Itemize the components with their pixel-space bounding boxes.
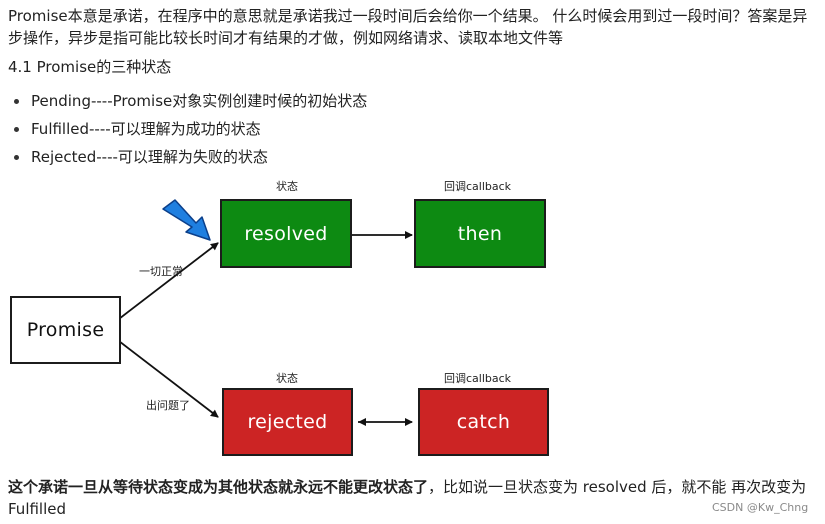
diagram-connectors xyxy=(114,199,413,426)
arrow-promise-to-rejected xyxy=(114,337,219,418)
list-item: Fulfilled----可以理解为成功的状态 xyxy=(14,118,367,146)
then-node: then xyxy=(414,199,546,268)
bullet-icon xyxy=(14,155,19,160)
edge-label-success: 一切正常 xyxy=(139,265,183,278)
list-item: Pending----Promise对象实例创建时候的初始状态 xyxy=(14,90,367,118)
conclusion-paragraph: 这个承诺一旦从等待状态变成为其他状态就永远不能更改状态了，比如说一旦状态变为 r… xyxy=(8,476,820,520)
state-label-top: 状态 xyxy=(276,180,298,193)
callback-label-bottom: 回调callback xyxy=(444,372,512,385)
state-list: Pending----Promise对象实例创建时候的初始状态 Fulfille… xyxy=(14,90,367,174)
arrow-promise-to-resolved xyxy=(114,242,219,323)
state-rejected-text: Rejected----可以理解为失败的状态 xyxy=(31,148,268,166)
promise-node: Promise xyxy=(10,296,121,364)
bullet-icon xyxy=(14,99,19,104)
rejected-node: rejected xyxy=(222,388,353,456)
arrow-catch-to-rejected-head xyxy=(358,418,366,426)
list-item: Rejected----可以理解为失败的状态 xyxy=(14,146,367,174)
pointer-arrow-icon xyxy=(162,199,211,241)
conclusion-bold-text: 这个承诺一旦从等待状态变成为其他状态就永远不能更改状态了 xyxy=(8,478,429,496)
csdn-watermark: CSDN @Kw_Chng xyxy=(710,501,811,514)
state-pending-text: Pending----Promise对象实例创建时候的初始状态 xyxy=(31,92,368,110)
intro-paragraph: Promise本意是承诺，在程序中的意思就是承诺我过一段时间后会给你一个结果。 … xyxy=(8,7,808,47)
conclusion-rest-text: ，比如说一旦状态变为 resolved 后，就不能 再次改变为Fulfilled xyxy=(8,478,807,518)
section-title: 4.1 Promise的三种状态 xyxy=(8,58,172,76)
state-label-bottom: 状态 xyxy=(276,372,298,385)
callback-label-top: 回调callback xyxy=(444,180,512,193)
bullet-icon xyxy=(14,127,19,132)
promise-state-diagram: Promise 状态 回调callback resolved then 一切正常… xyxy=(0,170,600,470)
edge-label-error: 出问题了 xyxy=(146,399,190,412)
catch-node: catch xyxy=(418,388,549,456)
state-fulfilled-text: Fulfilled----可以理解为成功的状态 xyxy=(31,120,261,138)
resolved-node: resolved xyxy=(220,199,352,268)
